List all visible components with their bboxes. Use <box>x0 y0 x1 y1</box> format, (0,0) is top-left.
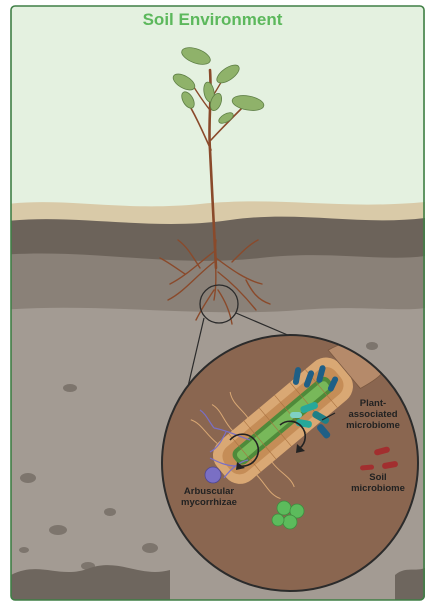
label-plant-associated-microbiome: Plant- associated microbiome <box>333 398 413 431</box>
mycorrhizae-spore <box>205 467 221 483</box>
label-soil-microbiome: Soil microbiome <box>338 472 418 494</box>
bottom-pebble-layer-right <box>395 568 425 600</box>
page-title: Soil Environment <box>0 10 425 30</box>
label-arbuscular-mycorrhizae: Arbuscular mycorrhizae <box>170 486 248 508</box>
